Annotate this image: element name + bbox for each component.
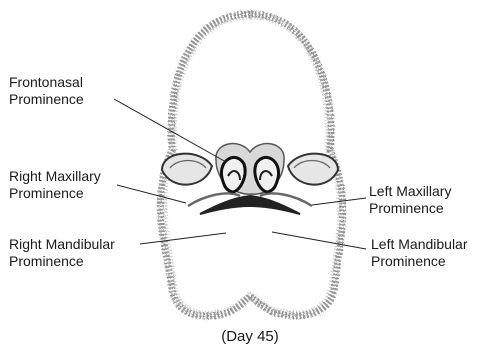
label-line-1: Right Mandibular (9, 236, 115, 253)
leader-line-left-mandibular (272, 232, 366, 249)
leader-line-right-maxillary (117, 185, 186, 203)
left-eye-region (288, 154, 338, 185)
label-frontonasal-prominence: Frontonasal Prominence (9, 74, 84, 108)
label-line-1: Left Mandibular (371, 236, 468, 253)
label-right-mandibular-prominence: Right Mandibular Prominence (9, 236, 115, 270)
figure-caption: (Day 45) (0, 328, 500, 345)
label-line-1: Frontonasal (9, 74, 84, 91)
right-eye-region (162, 154, 212, 185)
label-line-2: Prominence (369, 200, 451, 217)
nasal-pits (216, 144, 284, 195)
label-line-2: Prominence (371, 253, 468, 270)
label-line-1: Left Maxillary (369, 183, 451, 200)
leader-line-right-mandibular (140, 233, 226, 244)
label-right-maxillary-prominence: Right Maxillary Prominence (9, 168, 101, 202)
label-line-2: Prominence (9, 185, 101, 202)
label-line-1: Right Maxillary (9, 168, 101, 185)
label-left-mandibular-prominence: Left Mandibular Prominence (371, 236, 468, 270)
label-line-2: Prominence (9, 91, 84, 108)
label-left-maxillary-prominence: Left Maxillary Prominence (369, 183, 451, 217)
label-line-2: Prominence (9, 253, 115, 270)
